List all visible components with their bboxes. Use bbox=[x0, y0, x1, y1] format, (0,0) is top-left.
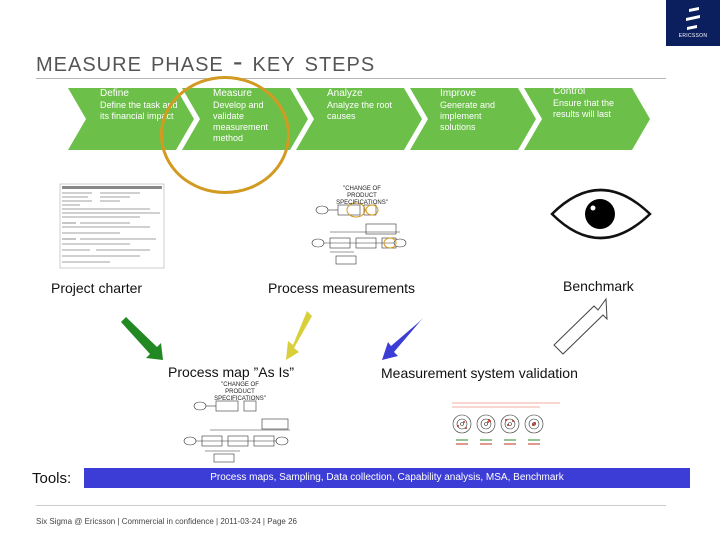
footer-divider bbox=[36, 505, 666, 506]
step-title: Control bbox=[553, 86, 586, 97]
step-title: Improve bbox=[440, 88, 477, 99]
process-map-diagram-caption: "CHANGE OF PRODUCT SPECIFICATIONS" bbox=[214, 382, 266, 402]
msa-targets-diagram bbox=[452, 402, 560, 445]
step-description: Define the task and its financial impact bbox=[100, 100, 178, 121]
chevron-measure[interactable] bbox=[182, 88, 308, 150]
arrow-measurements-to-msa-icon bbox=[382, 318, 423, 360]
title-divider bbox=[36, 78, 666, 79]
project-charter-thumbnail bbox=[59, 183, 165, 269]
arrow-charter-to-map-icon bbox=[121, 317, 163, 360]
step-description: Ensure that the results will last bbox=[553, 98, 615, 119]
step-improve[interactable]: Improve Generate and implement solutions bbox=[440, 88, 496, 133]
process-measurements-diagram bbox=[311, 204, 407, 265]
chevron-control[interactable] bbox=[524, 88, 650, 150]
step-title: Analyze bbox=[327, 88, 363, 99]
step-description: Generate and implement solutions bbox=[440, 100, 496, 132]
step-description: Develop and validate measurement method bbox=[213, 100, 269, 143]
tools-bar: Process maps, Sampling, Data collection,… bbox=[84, 468, 690, 488]
process-map-diagram bbox=[183, 400, 290, 463]
footer-text: Six Sigma @ Ericsson | Commercial in con… bbox=[36, 517, 297, 526]
measure-point-marker bbox=[383, 237, 397, 249]
step-control[interactable]: Control Ensure that the results will las… bbox=[553, 86, 615, 120]
project-charter-label: Project charter bbox=[51, 280, 143, 296]
benchmark-label: Benchmark bbox=[563, 278, 634, 294]
chevron-improve[interactable] bbox=[410, 88, 536, 150]
tools-label: Tools: bbox=[32, 470, 72, 487]
eye-icon bbox=[550, 188, 652, 240]
step-measure[interactable]: Measure Develop and validate measurement… bbox=[213, 88, 293, 144]
chevron-analyze[interactable] bbox=[296, 88, 422, 150]
arrow-measurements-to-map-icon bbox=[286, 311, 312, 360]
step-define[interactable]: Define Define the task and its financial… bbox=[100, 88, 180, 122]
step-title: Define bbox=[100, 88, 129, 99]
measurements-diagram-caption: "CHANGE OF PRODUCT SPECIFICATIONS" bbox=[336, 186, 388, 206]
process-map-label: Process map ”As Is” bbox=[168, 364, 295, 380]
ericsson-mark-icon bbox=[686, 7, 700, 30]
process-measurements-label: Process measurements bbox=[268, 280, 416, 296]
logo-wordmark: ERICSSON bbox=[678, 33, 708, 39]
page-title: Measure Phase - Key steps bbox=[36, 46, 376, 78]
step-title: Measure bbox=[213, 88, 252, 99]
benchmark-hollow-arrow-icon bbox=[553, 297, 608, 355]
step-description: Analyze the root causes bbox=[327, 100, 393, 121]
step-analyze[interactable]: Analyze Analyze the root causes bbox=[327, 88, 407, 122]
msa-label: Measurement system validation bbox=[381, 365, 578, 381]
ericsson-logo: ERICSSON bbox=[666, 0, 720, 46]
